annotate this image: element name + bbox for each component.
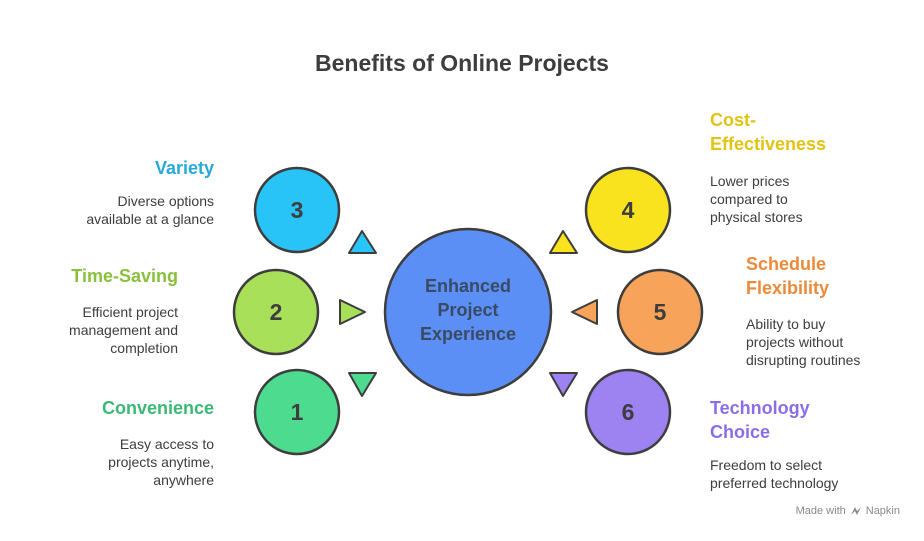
- heading-schedule-flexibility: Schedule Flexibility: [746, 252, 916, 300]
- heading-time-saving: Time-Saving: [10, 264, 178, 288]
- heading-line: Variety: [154, 158, 214, 178]
- desc-variety: Diverse options available at a glance: [20, 192, 214, 228]
- number-2: 2: [270, 299, 283, 325]
- center-label-line: Project: [437, 300, 499, 320]
- desc-line: projects without: [746, 334, 844, 350]
- desc-schedule-flexibility: Ability to buy projects without disrupti…: [746, 315, 916, 369]
- desc-technology-choice: Freedom to select preferred technology: [710, 456, 910, 492]
- desc-line: preferred technology: [710, 475, 839, 491]
- heading-line: Schedule: [746, 254, 827, 274]
- heading-line: Technology: [710, 398, 810, 418]
- circle-3: [253, 166, 341, 254]
- center-label-line: Experience: [419, 324, 517, 344]
- heading-line: Cost-: [710, 110, 756, 130]
- desc-line: Diverse options: [117, 193, 215, 209]
- desc-line: management and: [69, 322, 178, 338]
- arrow-6: [549, 372, 578, 397]
- heading-line: Convenience: [101, 398, 214, 418]
- arrow-4: [549, 230, 578, 254]
- number-5: 5: [654, 299, 667, 325]
- center-label: Enhanced Project Experience: [388, 274, 548, 346]
- napkin-brand-label: Napkin: [865, 505, 900, 517]
- number-6: 6: [622, 399, 635, 425]
- heading-variety: Variety: [40, 156, 214, 180]
- heading-technology-choice: Technology Choice: [710, 396, 910, 444]
- arrow-3: [348, 230, 377, 254]
- desc-cost-effectiveness: Lower prices compared to physical stores: [710, 172, 910, 226]
- heading-convenience: Convenience: [20, 396, 214, 420]
- napkin-logo-icon: [850, 507, 861, 515]
- circle-4: [584, 166, 672, 254]
- desc-convenience: Easy access to projects anytime, anywher…: [20, 435, 214, 489]
- circle-5: [616, 268, 704, 356]
- made-with-label: Made with: [795, 505, 846, 517]
- desc-line: Lower prices: [710, 173, 790, 189]
- diagram-title: Benefits of Online Projects: [315, 50, 609, 76]
- heading-line: Flexibility: [746, 278, 830, 298]
- arrow-2: [339, 299, 366, 325]
- circle-2: [232, 268, 320, 356]
- desc-line: Freedom to select: [710, 457, 823, 473]
- center-label-line: Enhanced: [424, 276, 512, 296]
- center-circle: [383, 227, 553, 397]
- heading-cost-effectiveness: Cost- Effectiveness: [710, 108, 910, 156]
- desc-line: physical stores: [710, 209, 803, 225]
- number-3: 3: [291, 197, 304, 223]
- number-1: 1: [291, 399, 304, 425]
- arrow-5: [571, 299, 598, 325]
- desc-line: available at a glance: [86, 211, 214, 227]
- heading-line: Choice: [710, 422, 771, 442]
- number-4: 4: [622, 197, 635, 223]
- desc-line: Ability to buy: [746, 316, 826, 332]
- desc-line: compared to: [710, 191, 788, 207]
- heading-line: Effectiveness: [710, 134, 827, 154]
- arrow-1: [348, 372, 377, 397]
- desc-line: disrupting routines: [746, 352, 861, 368]
- desc-line: Efficient project: [82, 304, 178, 320]
- made-with-napkin: Made with Napkin: [796, 505, 900, 517]
- circle-6: [584, 368, 672, 456]
- desc-line: anywhere: [153, 472, 214, 488]
- desc-line: projects anytime,: [108, 454, 214, 470]
- heading-line: Time-Saving: [71, 266, 178, 286]
- circle-1: [253, 368, 341, 456]
- desc-line: completion: [110, 340, 178, 356]
- desc-line: Easy access to: [119, 436, 214, 452]
- desc-time-saving: Efficient project management and complet…: [10, 303, 178, 357]
